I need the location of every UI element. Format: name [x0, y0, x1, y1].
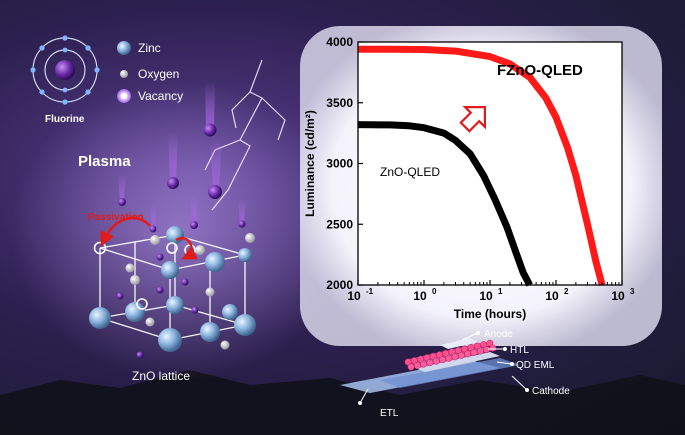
passivation-arrow-left: [100, 216, 151, 247]
x-tick-label: 10: [479, 289, 493, 303]
landscape: [0, 370, 685, 435]
x-tick-label: 10: [347, 289, 361, 303]
x-tick-exponent: 3: [630, 287, 635, 296]
qd-dot: [439, 356, 446, 364]
qled-device: [340, 338, 520, 393]
lattice-atoms: [89, 226, 256, 359]
qd-dot: [426, 359, 434, 367]
qd-dot: [457, 351, 465, 359]
x-axis-label: Time (hours): [454, 307, 526, 321]
plasma-label: Plasma: [78, 153, 131, 170]
qd-dot: [470, 349, 478, 356]
series-label-zno: ZnO-QLED: [380, 165, 440, 179]
qd-dot: [420, 360, 428, 368]
luminance-chart: 2000 2500 3000 3500 4000 10 -1 10 0 10 1 10 2 10 3 Tim…: [303, 35, 635, 321]
cathode-layer: [380, 358, 520, 388]
x-tick-label: 10: [545, 289, 559, 303]
qd-dot: [489, 344, 497, 352]
lightning: [204, 59, 286, 211]
y-tick-label: 2000: [326, 278, 353, 292]
oxygen-legend-icon: [120, 70, 128, 78]
y-tick-label: 3500: [326, 96, 353, 110]
lattice-label: ZnO lattice: [132, 369, 190, 383]
zinc-legend-icon: [117, 41, 131, 55]
y-tick-label: 3000: [326, 157, 353, 171]
etl-label: ETL: [380, 408, 399, 419]
x-tick-exponent: 2: [564, 287, 569, 296]
chart-curves: [357, 45, 606, 287]
fluorine-label: Fluorine: [45, 114, 85, 125]
htl-label: HTL: [510, 345, 529, 356]
qd-dot: [445, 354, 453, 362]
zinc-label: Zinc: [138, 41, 161, 55]
series-line-fzno: [358, 45, 606, 286]
x-tick-exponent: -1: [366, 287, 374, 296]
series-label-fzno: FZnO-QLED: [497, 62, 583, 79]
passivation-label: Passivation: [88, 212, 144, 223]
qd-dot: [486, 339, 494, 347]
vacancy-label: Vacancy: [138, 89, 183, 103]
qd-dot: [407, 363, 415, 371]
x-tick-label: 10: [611, 289, 625, 303]
y-axis-label: Luminance (cd/m²): [303, 110, 317, 217]
improvement-arrow-icon: [459, 106, 486, 133]
qd-dot: [413, 362, 421, 369]
y-tick-label: 2500: [326, 217, 353, 231]
plot-area: [358, 42, 622, 285]
x-tick-exponent: 1: [498, 287, 503, 296]
y-tick-label: 4000: [326, 35, 353, 49]
anode-layer: [440, 338, 478, 349]
fluorine-atom-icon: [30, 35, 100, 105]
x-tick-exponent: 0: [432, 287, 437, 296]
qd-dot: [432, 357, 440, 365]
qd-dot: [464, 350, 472, 358]
series-line-zno: [357, 121, 533, 287]
htl-layer: [415, 352, 500, 372]
quantum-dots: [404, 339, 497, 371]
qd-eml-label: QD EML: [516, 360, 555, 371]
qd-dot: [451, 353, 459, 361]
chart-axes: 2000 2500 3000 3500 4000 10 -1 10 0 10 1 10 2 10 3: [326, 35, 635, 303]
falling-fluorine: [118, 82, 246, 233]
device-leaders: [359, 332, 528, 404]
qd-dot: [476, 347, 484, 355]
passivation-arrow-right: [175, 236, 199, 260]
oxygen-label: Oxygen: [138, 67, 179, 81]
x-tick-label: 10: [413, 289, 427, 303]
anode-label: Anode: [484, 329, 513, 340]
qd-dot: [483, 346, 491, 354]
cathode-label: Cathode: [532, 386, 570, 397]
